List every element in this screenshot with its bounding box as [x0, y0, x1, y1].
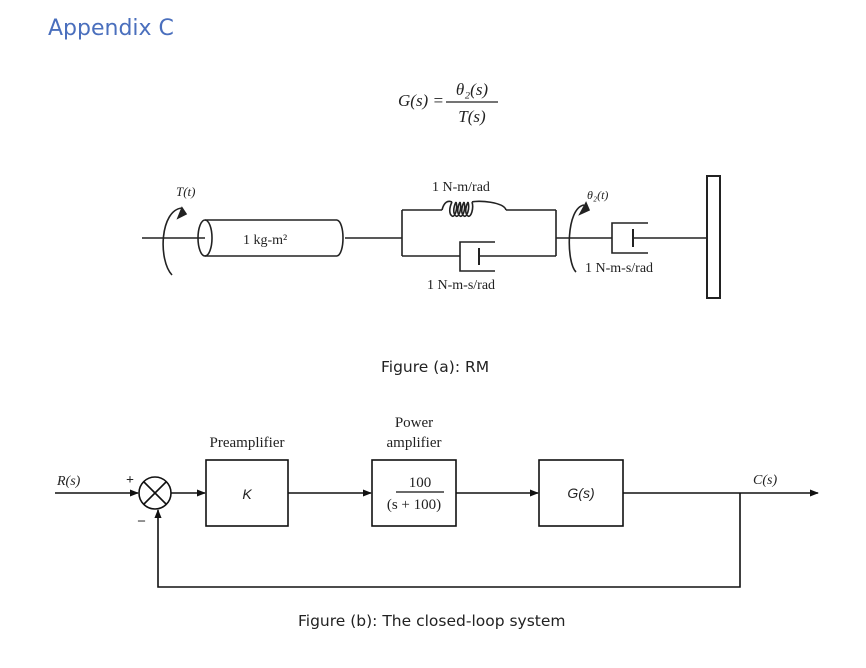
- figure-b-caption: Figure (b): The closed-loop system: [298, 612, 566, 630]
- torque-arrow-icon: [162, 207, 183, 276]
- equation-numerator: θ₂(s): [456, 80, 489, 99]
- torque-label: T(t): [176, 184, 196, 199]
- damper1-label: 1 N-m-s/rad: [427, 278, 495, 293]
- damper2-label: 1 N-m-s/rad: [585, 261, 653, 276]
- power-amplifier-block: [371, 459, 457, 527]
- power-amplifier-numerator: 100: [409, 475, 432, 491]
- power-amplifier-title-line1: Power: [395, 415, 433, 431]
- preamplifier-gain: K: [242, 486, 252, 502]
- appendix-heading: Appendix C: [48, 16, 174, 41]
- figure-b-labels: R(s) + – Preamplifier K Power amplifier …: [56, 415, 777, 528]
- transfer-function-equation: G(s) = θ₂(s) T(s): [398, 80, 498, 126]
- input-label: R(s): [56, 474, 81, 489]
- theta-label: θ₂(t): [587, 188, 608, 202]
- theta-arrow-icon: [568, 204, 585, 273]
- rotational-mechanical-diagram: [142, 175, 721, 299]
- power-amplifier-title-line2: amplifier: [387, 435, 442, 451]
- figure-a-caption: Figure (a): RM: [381, 358, 490, 376]
- output-label: C(s): [753, 473, 777, 488]
- preamplifier-title: Preamplifier: [210, 435, 285, 451]
- block-diagram: [55, 459, 819, 588]
- torque-arrowhead-icon: [176, 206, 188, 220]
- equation-denominator: T(s): [458, 107, 486, 126]
- inertia-label: 1 kg-m²: [243, 233, 287, 248]
- inertia-cylinder: [336, 219, 344, 257]
- power-amplifier-denominator: (s + 100): [387, 497, 441, 513]
- feedback-path: [154, 493, 741, 588]
- plant-label: G(s): [567, 485, 594, 501]
- figure-a-labels: T(t) 1 kg-m² 1 N-m/rad 1 N-m-s/rad θ₂(t)…: [176, 180, 653, 293]
- spring-icon: [441, 200, 507, 218]
- fixed-wall: [706, 175, 721, 299]
- damper2-cylinder: [611, 222, 648, 254]
- damper1-cylinder: [459, 241, 495, 272]
- minus-sign: –: [137, 513, 146, 528]
- plus-sign: +: [126, 473, 134, 488]
- equation-lhs: G(s) =: [398, 91, 444, 110]
- spring-label: 1 N-m/rad: [432, 180, 490, 195]
- theta-arrowhead-icon: [578, 201, 591, 216]
